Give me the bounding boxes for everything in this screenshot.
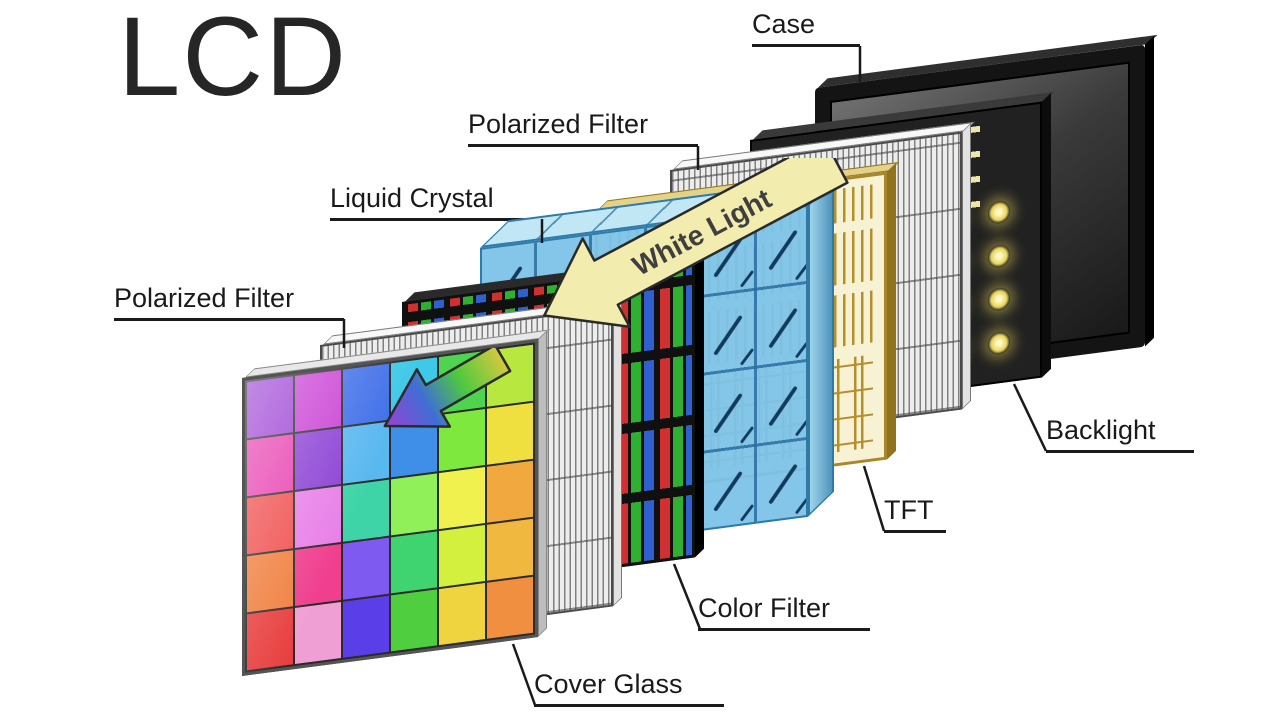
- backlight-dot: [987, 243, 1010, 269]
- layer-right-edge: [1145, 35, 1154, 347]
- layer-cover-glass: [242, 329, 551, 676]
- color-filter-connector: [672, 563, 702, 630]
- label-liquid-crystal: Liquid Crystal: [330, 182, 542, 221]
- backlight-dot: [987, 287, 1010, 313]
- page-title: LCD: [118, 0, 349, 119]
- label-backlight: Backlight: [1046, 414, 1194, 453]
- layer-right-edge: [695, 254, 704, 558]
- label-polarized-filter-front: Polarized Filter: [114, 282, 344, 321]
- tft-connector: [862, 465, 886, 532]
- cover-glass-connector: [511, 643, 537, 706]
- backlight-dot: [987, 330, 1010, 356]
- backlight-dot: [987, 200, 1010, 226]
- cover-glass-sheen: [245, 342, 535, 673]
- layer-right-edge: [962, 122, 971, 410]
- layer-right-edge: [1042, 92, 1051, 378]
- cover-glass-face: [242, 339, 538, 676]
- label-case: Case: [752, 8, 860, 47]
- label-color-filter: Color Filter: [698, 592, 870, 631]
- label-polarized-filter-back: Polarized Filter: [468, 108, 698, 147]
- layer-right-edge: [887, 162, 896, 460]
- layer-right-edge: [538, 330, 547, 638]
- label-tft: TFT: [884, 494, 946, 533]
- label-cover-glass: Cover Glass: [534, 668, 724, 707]
- layer-right-edge: [613, 297, 622, 607]
- backlight-connector: [1012, 383, 1048, 452]
- liquid-crystal-side-face: [808, 179, 834, 517]
